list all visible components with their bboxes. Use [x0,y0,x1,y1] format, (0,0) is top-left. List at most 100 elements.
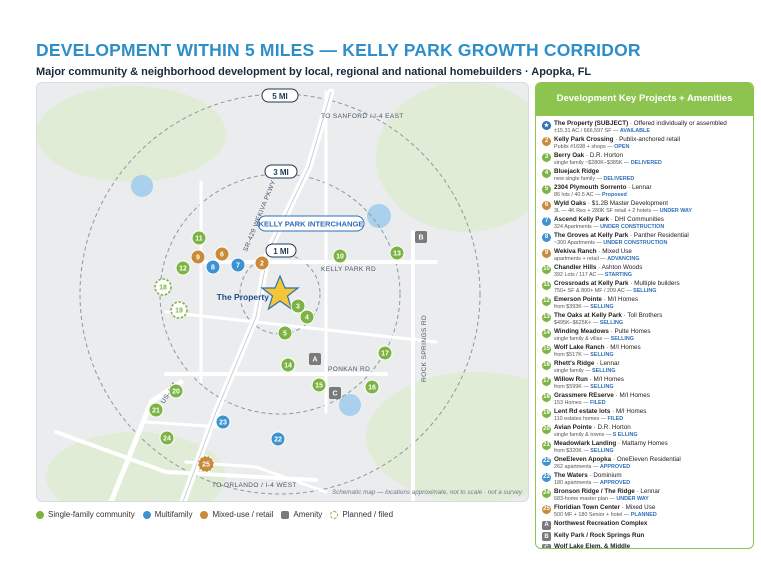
marker-shape [205,259,221,275]
map-marker-20[interactable]: 20 [168,383,184,399]
project-detail: 3L — 4K Res + 280K SF retail + 2 hotels … [554,208,692,214]
marker-shape [364,379,380,395]
green-area [376,82,529,232]
marker-shape [197,455,215,473]
label-to-orlando: TO ORLANDO / I-4 WEST [212,482,297,489]
map-marker-3[interactable]: 3 [290,298,306,314]
map-marker-23[interactable]: 23 [215,414,231,430]
legend-mixed-use: Mixed-use / retail [200,510,273,519]
marker-label: 17 [381,351,389,358]
project-name: Willow Run [554,376,588,383]
map-marker-10[interactable]: 10 [332,248,348,264]
project-status: UNDER WAY [659,207,693,214]
map-marker-14[interactable]: 14 [280,357,296,373]
project-builder: · M/I Homes [587,376,624,383]
project-detail-text: from $517K — [554,351,591,358]
project-status: S ELLING [612,431,638,438]
map-marker-11[interactable]: 11 [191,230,207,246]
marker-shape [154,278,172,296]
project-name: Bronson Ridge / The Ridge [554,488,635,495]
project-number-badge: B [542,532,551,541]
project-number-badge: 12 [542,296,551,306]
marker-label: 4 [305,315,309,322]
project-detail-text: 86 lots / 40.5 AC — [554,191,602,198]
marker-label: 9 [196,255,200,262]
project-text: The Oaks at Kelly Park · Toll Brothers$4… [554,312,662,326]
project-name: Winding Meadows [554,328,609,335]
marker-shape [311,377,327,393]
project-status: FILED [589,399,606,406]
project-detail-text: from $599K — [554,383,591,390]
legend-dot-icon [142,510,151,519]
project-number-badge: 8 [542,232,551,242]
map-marker-4[interactable]: 4 [299,309,315,325]
map-marker-22[interactable]: 22 [270,431,286,447]
map-marker-12[interactable]: 12 [175,260,191,276]
map-marker-21[interactable]: 21 [148,402,164,418]
map-marker-7[interactable]: 7 [230,257,246,273]
map-marker-15[interactable]: 15 [311,377,327,393]
marker-label: B [418,235,423,242]
project-number-badge: 22 [542,456,551,466]
map-marker-c[interactable]: C [329,387,341,399]
project-number-badge: 4 [542,168,551,178]
map-marker-13[interactable]: 13 [389,245,405,261]
map-marker-a[interactable]: A [309,353,321,365]
map-marker-16[interactable]: 16 [364,379,380,395]
map-marker-9[interactable]: 9 [190,249,206,265]
map-marker-17[interactable]: 17 [377,345,393,361]
project-status: SELLING [610,335,634,342]
project-name: Wyld Oaks [554,200,587,207]
project-status: AVAILABLE [619,127,650,134]
map-marker-24[interactable]: 24 [159,430,175,446]
project-status: PLANNED [630,511,657,518]
map-marker-18[interactable]: 18 [154,278,172,296]
map-marker-b[interactable]: B [415,231,427,243]
project-name: Ascend Kelly Park [554,216,609,223]
property-star-icon[interactable] [260,274,300,311]
project-list-item[interactable]: ★The Property (SUBJECT) · Offered indivi… [542,120,747,134]
map-marker-5[interactable]: 5 [277,325,293,341]
map-marker-19[interactable]: 19 [170,301,188,319]
project-builder: · Dominium [587,472,622,479]
map-marker-25[interactable]: 25 [197,455,215,473]
legend-dashed-icon [330,510,339,519]
map-marker-8[interactable]: 8 [205,259,221,275]
map[interactable]: 5 MI 3 MI 1 MI KELLY PARK INTERCHANGE TO… [36,82,529,502]
project-number-badge: ★ [542,120,551,130]
project-name: Grassmere REserve [554,392,614,399]
map-marker-2[interactable]: 2 [254,255,270,271]
map-marker-6[interactable]: 6 [214,246,230,262]
